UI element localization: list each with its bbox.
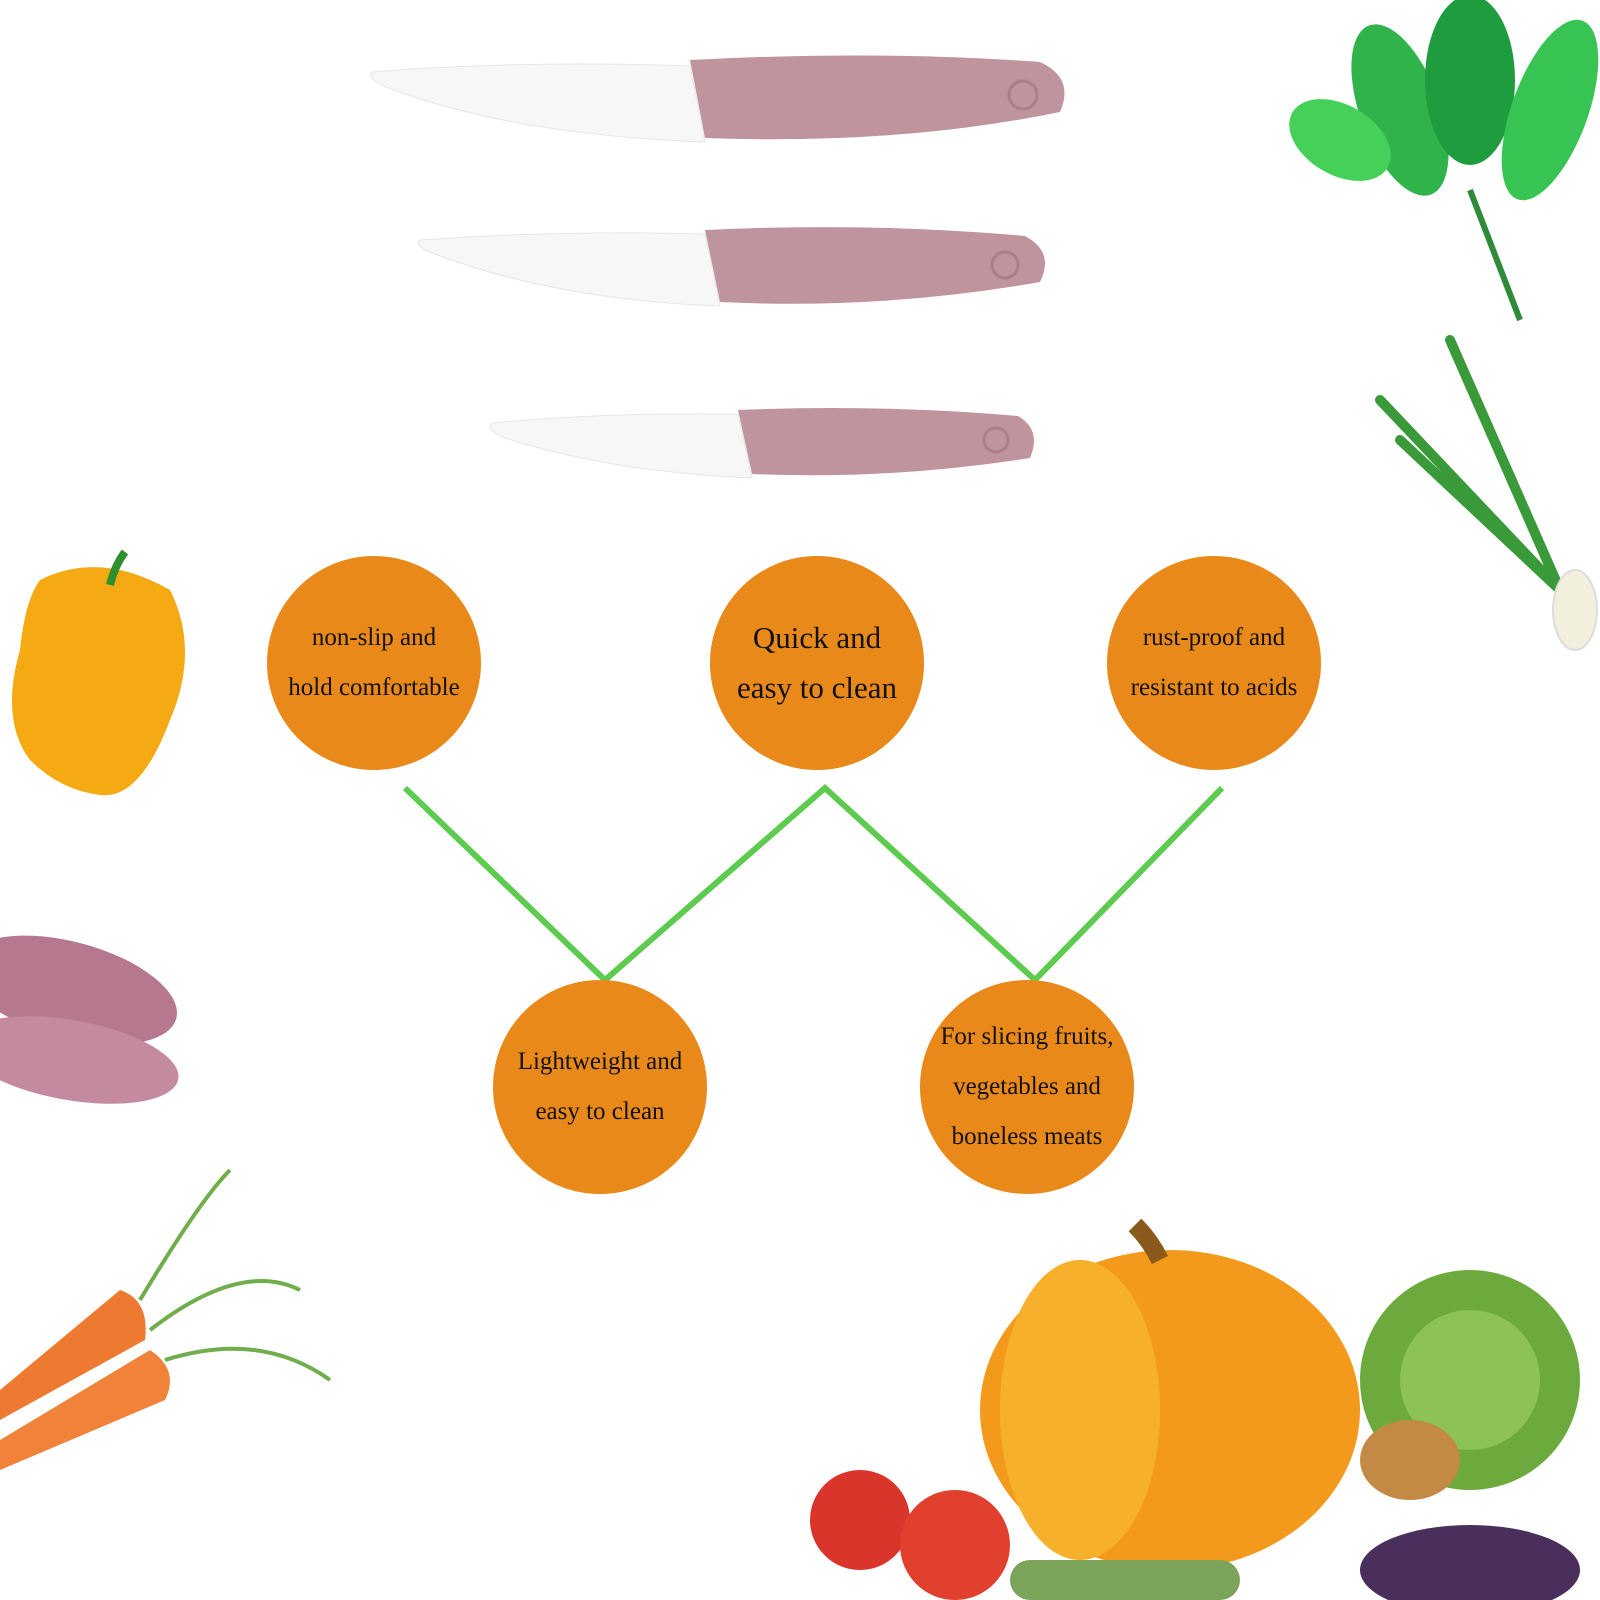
sweet-potato-illustration — [0, 935, 179, 1104]
feature-text: hold comfortable — [288, 674, 460, 701]
feature-circle-lightweight: Lightweight and easy to clean — [493, 980, 707, 1194]
feature-text: vegetables and — [953, 1073, 1101, 1100]
feature-text: non-slip and — [311, 624, 437, 651]
knife-medium — [417, 227, 1045, 307]
knife-large — [370, 55, 1065, 143]
knife-small — [489, 408, 1034, 479]
pumpkin-illustration — [980, 1218, 1360, 1570]
feature-text: Quick and — [752, 620, 882, 655]
pepper-illustration — [12, 549, 185, 796]
feature-circle-quick-clean: Quick and easy to clean — [710, 556, 924, 770]
feature-circle-slicing: For slicing fruits, vegetables and bonel… — [920, 980, 1134, 1194]
tomato-illustration — [810, 1470, 1010, 1600]
feature-text: easy to clean — [736, 670, 898, 705]
carrot-illustration — [0, 1168, 332, 1470]
feature-text: For slicing fruits, — [940, 1023, 1114, 1050]
potato-eggplant-illustration — [1010, 1420, 1580, 1600]
feature-circle-non-slip: non-slip and hold comfortable — [267, 556, 481, 770]
feature-text: Lightweight and — [517, 1048, 683, 1075]
feature-text: easy to clean — [535, 1098, 665, 1125]
feature-text: resistant to acids — [1130, 674, 1298, 701]
feature-text: rust-proof and — [1142, 624, 1286, 651]
green-onion-illustration — [1375, 335, 1598, 651]
spinach-illustration — [1289, 0, 1599, 322]
feature-circle-rust-proof: rust-proof and resistant to acids — [1107, 556, 1321, 770]
connector-lines — [402, 783, 1225, 985]
feature-text: boneless meats — [951, 1123, 1103, 1150]
